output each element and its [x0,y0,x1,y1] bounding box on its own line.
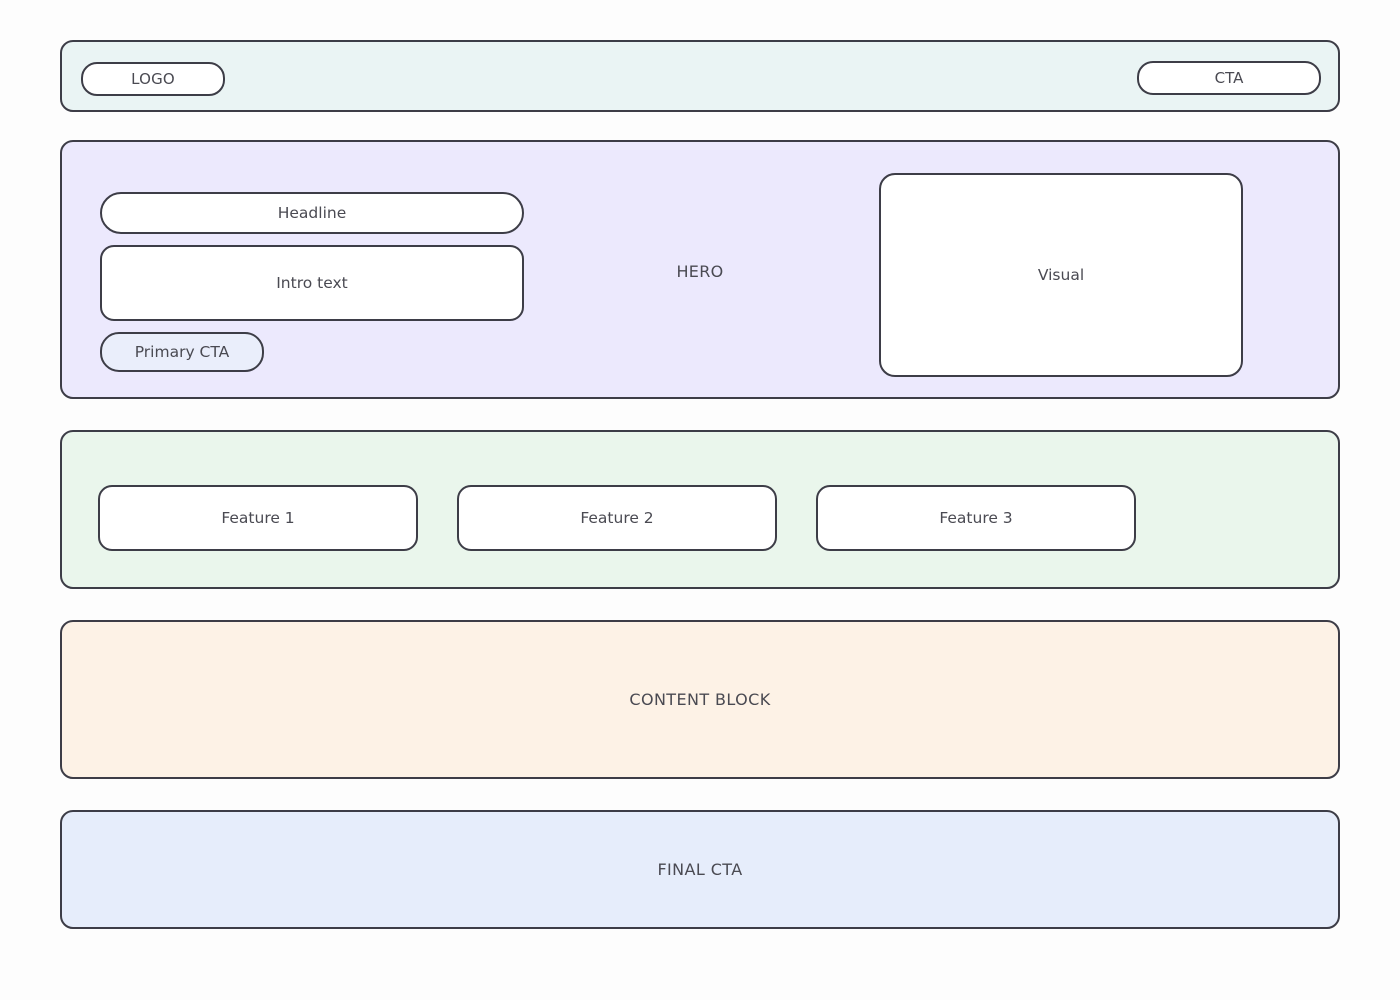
hero-headline-placeholder: Headline [100,192,524,234]
hero-visual-placeholder: Visual [879,173,1243,377]
final-cta-label: FINAL CTA [657,860,743,879]
content-block-section: CONTENT BLOCK [60,620,1340,779]
final-cta-section[interactable]: FINAL CTA [60,810,1340,929]
hero-section: HERO Headline Intro text Primary CTA Vis… [60,140,1340,399]
features-row: Feature 1 Feature 2 Feature 3 [98,485,1136,551]
hero-headline-label: Headline [277,204,347,222]
hero-primary-cta-label: Primary CTA [134,343,230,361]
features-section: Feature 1 Feature 2 Feature 3 [60,430,1340,589]
hero-intro-placeholder: Intro text [100,245,524,321]
hero-primary-cta-button[interactable]: Primary CTA [100,332,264,372]
content-block-label: CONTENT BLOCK [629,690,771,709]
feature-card-label: Feature 1 [221,509,295,527]
feature-card[interactable]: Feature 3 [816,485,1136,551]
logo-label: LOGO [131,70,175,88]
feature-card-label: Feature 3 [939,509,1013,527]
hero-section-label: HERO [676,262,724,281]
logo-button[interactable]: LOGO [81,62,225,96]
feature-card[interactable]: Feature 1 [98,485,418,551]
feature-card[interactable]: Feature 2 [457,485,777,551]
header-cta-button[interactable]: CTA [1137,61,1321,95]
feature-card-label: Feature 2 [580,509,654,527]
hero-intro-label: Intro text [276,274,348,292]
header-section: LOGO CTA [60,40,1340,112]
header-cta-label: CTA [1214,69,1244,87]
hero-visual-label: Visual [1037,266,1085,284]
